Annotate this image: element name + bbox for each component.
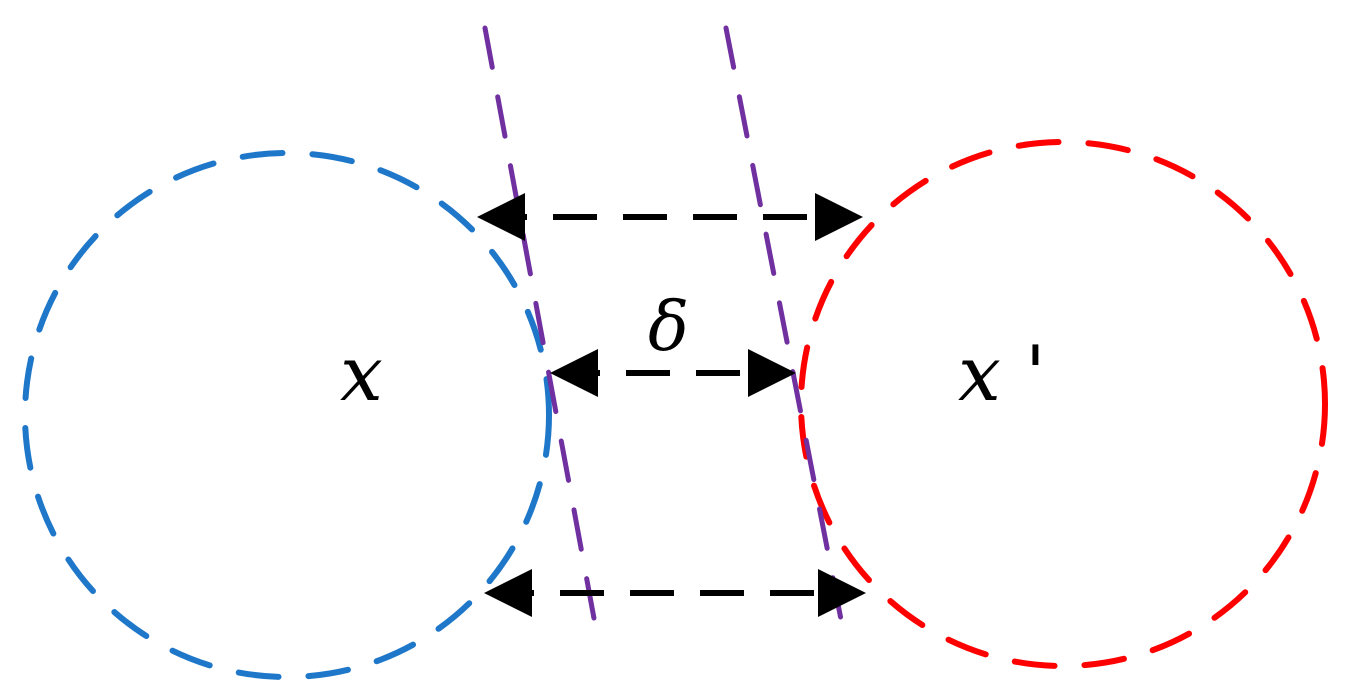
left-boundary-line [482, 25, 601, 643]
left-circle-label: x [340, 329, 383, 418]
right-circle-label: x ' [958, 329, 1046, 418]
left-circle [22, 150, 552, 680]
right-circle [798, 139, 1328, 669]
right-boundary-line [723, 25, 848, 643]
gap-label: δ [648, 288, 689, 367]
